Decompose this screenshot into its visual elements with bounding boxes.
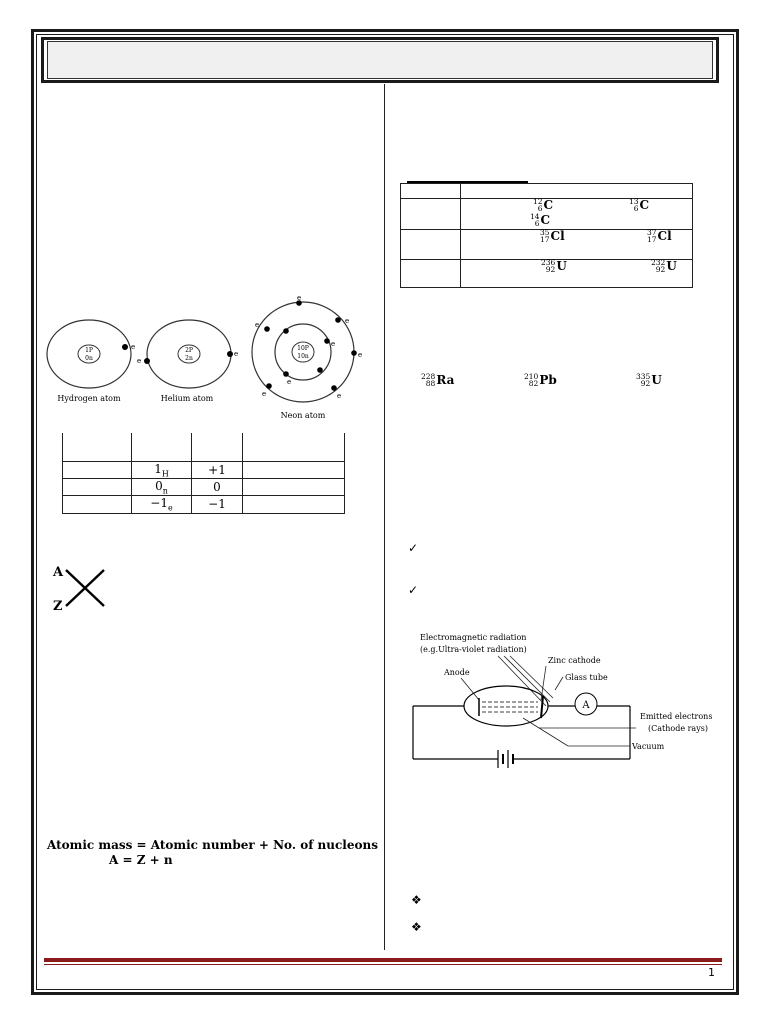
hydrogen-atom: 1P 0n e Hydrogen atom (46, 319, 135, 403)
electron-label: e (345, 317, 349, 325)
diamond-bullet: ❖ (411, 893, 422, 907)
checkmark-bullet: ✓ (408, 541, 419, 555)
uv-radiation-label: (e.g.Ultra-violet radiation) (420, 645, 527, 654)
ammeter-label: A (581, 700, 590, 711)
isotope-table (400, 183, 693, 288)
column-divider (384, 84, 385, 950)
helium-caption: Helium atom (161, 394, 214, 403)
neon-atom: 10P 10n e e e e e e e e Neon atom (251, 294, 362, 420)
neon-protons: 10P (297, 345, 309, 352)
electron-label: e (331, 340, 335, 348)
hydrogen-protons: 1P (85, 347, 93, 354)
electron-label: e (287, 378, 291, 386)
title-box (41, 37, 719, 83)
particle-table: 1H +1 0n 0 −1e −1 (62, 433, 345, 514)
formula-line-1: Atomic mass = Atomic number + No. of nuc… (47, 838, 378, 852)
table-row: 0n 0 (62, 477, 345, 497)
mass-number-label: A (52, 565, 64, 580)
formula-line-2: A = Z + n (109, 853, 173, 867)
checkmark-bullet: ✓ (408, 583, 419, 597)
electron-label: e (137, 357, 141, 365)
anode-label: Anode (443, 668, 470, 677)
helium-atom: 2P 2n e e Helium atom (137, 319, 238, 403)
atom-diagrams: 1P 0n e Hydrogen atom 2P 2n e e Helium a… (46, 294, 362, 420)
table-row: 1H +1 (62, 460, 345, 479)
electron-label: e (262, 390, 266, 398)
electron-label: e (234, 350, 238, 358)
nuclide-notation-cross: A Z (52, 565, 105, 614)
cathode-rays-label: (Cathode rays) (648, 724, 708, 733)
footer-rule (44, 958, 722, 962)
hydrogen-caption: Hydrogen atom (57, 394, 121, 403)
cathode-ray-diagram: Electromagnetic radiation (e.g.Ultra-vio… (412, 633, 712, 768)
footer-rule-thin (44, 964, 722, 965)
helium-protons: 2P (185, 347, 193, 354)
page-number: 1 (708, 966, 715, 979)
table-row: −1e −1 (62, 495, 345, 514)
electron-label: e (358, 351, 362, 359)
glass-tube-label: Glass tube (565, 673, 608, 682)
helium-neutrons: 2n (185, 355, 193, 362)
page-frame-outer (31, 29, 739, 995)
zinc-cathode-label: Zinc cathode (548, 656, 601, 665)
title-box-inner (47, 41, 713, 79)
vacuum-label: Vacuum (631, 742, 665, 751)
electron-label: e (131, 343, 135, 351)
table-heading-rule (407, 181, 528, 183)
neon-caption: Neon atom (281, 411, 326, 420)
page-frame-inner (36, 34, 734, 990)
atomic-number-label: Z (53, 599, 63, 614)
diamond-bullet: ❖ (411, 920, 422, 934)
electron-label: e (255, 321, 259, 329)
neon-neutrons: 10n (297, 353, 309, 360)
emitted-electrons-label: Emitted electrons (640, 712, 712, 721)
electron-label: e (337, 392, 341, 400)
hydrogen-neutrons: 0n (85, 355, 93, 362)
electron-label: e (297, 294, 301, 302)
em-radiation-label: Electromagnetic radiation (420, 633, 526, 642)
